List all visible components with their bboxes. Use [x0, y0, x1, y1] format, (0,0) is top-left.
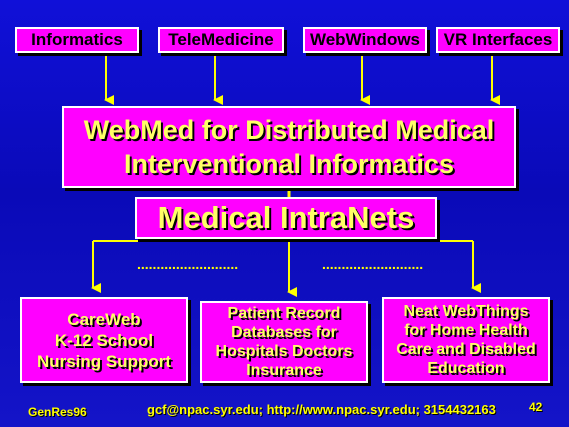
informatics-box: Informatics	[15, 27, 139, 53]
patient-record-line1: Patient Record	[227, 305, 341, 322]
webthings-line1: Neat WebThings	[403, 303, 529, 320]
webwindows-box: WebWindows	[303, 27, 427, 53]
webthings-line2: for Home Health	[404, 322, 528, 339]
footer-center: gcf@npac.syr.edu; http://www.npac.syr.ed…	[147, 402, 496, 417]
vr-interfaces-box: VR Interfaces	[436, 27, 560, 53]
careweb-line2: K-12 School	[54, 330, 154, 350]
patient-record-line2: Databases for	[231, 324, 337, 341]
webmed-box: WebMed for Distributed Medical Intervent…	[62, 106, 516, 188]
careweb-line3: Nursing Support	[36, 351, 172, 371]
webthings-line3: Care and Disabled	[396, 341, 536, 358]
careweb-line1: CareWeb	[67, 309, 141, 329]
separator-dots-right: ..........................	[322, 256, 424, 272]
medical-intranets-box: Medical IntraNets	[135, 197, 437, 239]
informatics-label: Informatics	[31, 30, 123, 49]
separator-dots-left: ..........................	[137, 256, 239, 272]
patient-record-line3: Hospitals Doctors	[215, 343, 353, 360]
footer-left: GenRes96	[28, 405, 87, 419]
telemedicine-box: TeleMedicine	[158, 27, 284, 53]
webthings-line4: Education	[427, 360, 505, 377]
page-number: 42	[529, 400, 543, 414]
medical-intranets-label: Medical IntraNets	[157, 200, 415, 235]
patient-record-box: Patient Record Databases for Hospitals D…	[200, 301, 368, 383]
telemedicine-label: TeleMedicine	[168, 30, 274, 49]
webthings-box: Neat WebThings for Home Health Care and …	[382, 297, 550, 383]
webmed-title-line2: Interventional Informatics	[123, 149, 455, 179]
webmed-title-line1: WebMed for Distributed Medical	[83, 115, 495, 145]
patient-record-line4: Insurance	[246, 362, 322, 379]
careweb-box: CareWeb K-12 School Nursing Support	[20, 297, 188, 383]
vr-interfaces-label: VR Interfaces	[443, 30, 553, 49]
webwindows-label: WebWindows	[309, 30, 421, 49]
